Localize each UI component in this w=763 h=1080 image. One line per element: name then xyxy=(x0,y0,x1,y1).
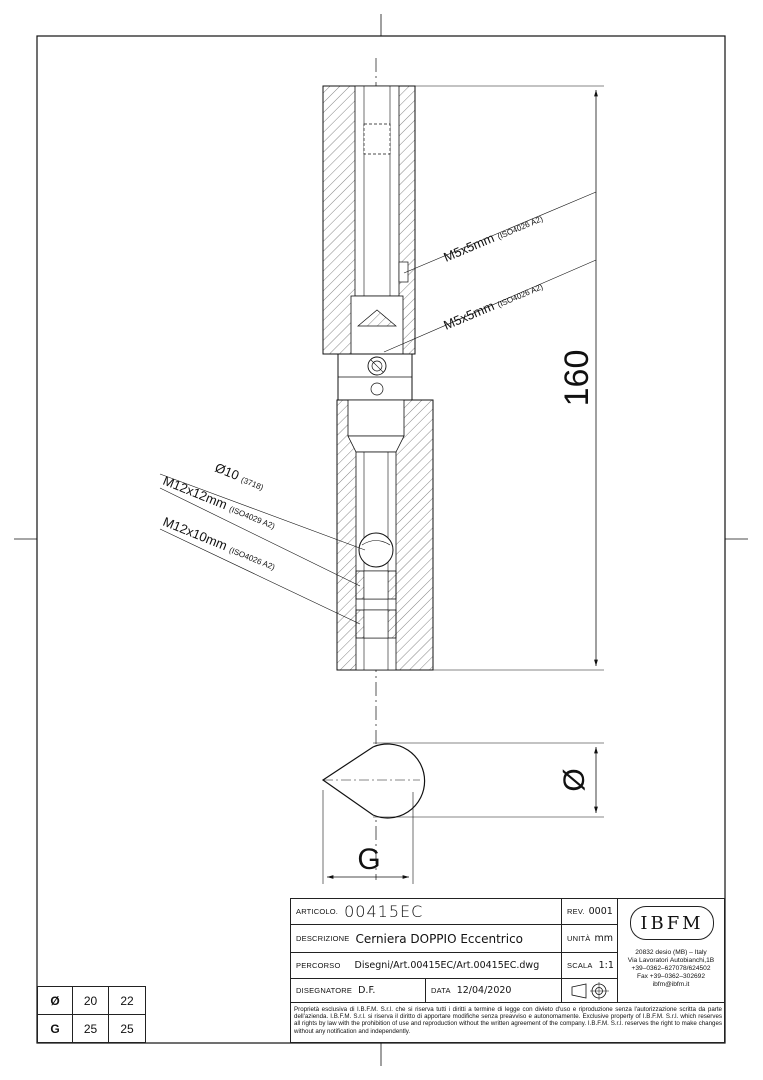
hinge-plan-view xyxy=(321,743,426,819)
upper-leaf-section xyxy=(322,85,416,355)
address-line: ibfm@ibfm.it xyxy=(652,981,690,988)
disegnatore-cell: DISEGNATORE D.F. xyxy=(290,978,426,1003)
articolo-cell: ARTICOLO. 00415EC xyxy=(290,898,562,925)
hinge-knuckle xyxy=(337,353,413,401)
descrizione-cell: DESCRIZIONE Cerniera DOPPIO Eccentrico xyxy=(290,924,562,953)
lower-leaf-section xyxy=(336,399,434,671)
callout-m5-lower: M5x5mm(ISO4026 A2) xyxy=(441,277,545,333)
articolo-label: ARTICOLO. xyxy=(296,907,339,916)
size-table-cell: 25 xyxy=(72,1014,109,1043)
address-line: +39–0362–627078/624502 xyxy=(631,965,711,972)
length-dimension-value: 160 xyxy=(558,350,596,407)
company-logo-text: IBFM xyxy=(640,912,704,934)
callout-leaders xyxy=(159,191,597,625)
projection-symbol-cell xyxy=(561,978,618,1003)
svg-text:M5x5mm(ISO4026 A2): M5x5mm(ISO4026 A2) xyxy=(441,277,545,332)
diameter-dimension xyxy=(373,742,604,818)
company-cell: IBFM 20832 desio (MB) – Italy Via Lavora… xyxy=(617,898,725,1003)
address-line: Via Lavoratori Autobianchi,1B xyxy=(627,957,715,964)
diameter-dimension-symbol: Ø xyxy=(558,768,591,791)
address-line: 20832 desio (MB) – Italy xyxy=(635,949,707,956)
g-dimension xyxy=(322,790,414,884)
rev-value: 0001 xyxy=(588,906,613,917)
company-address: 20832 desio (MB) – Italy Via Lavoratori … xyxy=(618,949,724,989)
disegnatore-value: D.F. xyxy=(358,985,376,996)
projection-symbol-icon xyxy=(571,981,609,1000)
size-table-label-diameter: Ø xyxy=(37,986,73,1015)
data-cell: DATA 12/04/2020 xyxy=(425,978,562,1003)
percorso-label: PERCORSO xyxy=(296,961,341,970)
rev-label: REV. xyxy=(567,907,585,916)
length-dimension xyxy=(415,85,604,671)
unita-value: mm xyxy=(594,933,614,944)
svg-text:M5x5mm(ISO4026 A2): M5x5mm(ISO4026 A2) xyxy=(441,209,545,264)
percorso-cell: PERCORSO Disegni/Art.00415EC/Art.00415EC… xyxy=(290,952,562,979)
g-dimension-label: G xyxy=(357,843,380,876)
scala-label: SCALA xyxy=(567,961,593,970)
articolo-value: 00415EC xyxy=(344,902,424,921)
size-table-cell: 20 xyxy=(72,986,109,1015)
unita-cell: UNITÀ mm xyxy=(561,924,618,953)
address-line: Fax +39–0362–302692 xyxy=(636,973,705,980)
unita-label: UNITÀ xyxy=(567,934,591,943)
disclaimer-text: Proprietà esclusiva di I.B.F.M. S.r.l. c… xyxy=(294,1006,722,1035)
callout-m5-upper: M5x5mm(ISO4026 A2) xyxy=(441,209,545,265)
size-table-cell: 25 xyxy=(108,1014,146,1043)
data-value: 12/04/2020 xyxy=(456,985,512,996)
descrizione-value: Cerniera DOPPIO Eccentrico xyxy=(355,931,524,946)
size-table-label-g: G xyxy=(37,1014,73,1043)
percorso-value: Disegni/Art.00415EC/Art.00415EC.dwg xyxy=(354,960,540,971)
size-table-cell: 22 xyxy=(108,986,146,1015)
descrizione-label: DESCRIZIONE xyxy=(296,934,350,943)
scala-value: 1:1 xyxy=(598,960,614,971)
rev-cell: REV. 0001 xyxy=(561,898,618,925)
data-label: DATA xyxy=(431,986,451,995)
drawing-frame xyxy=(14,14,748,1066)
scala-cell: SCALA 1:1 xyxy=(561,952,618,979)
svg-text:Ø10(3718): Ø10(3718) xyxy=(213,460,267,493)
company-logo: IBFM xyxy=(630,906,714,940)
callout-ball: Ø10(3718) xyxy=(213,460,267,493)
disegnatore-label: DISEGNATORE xyxy=(296,986,353,995)
